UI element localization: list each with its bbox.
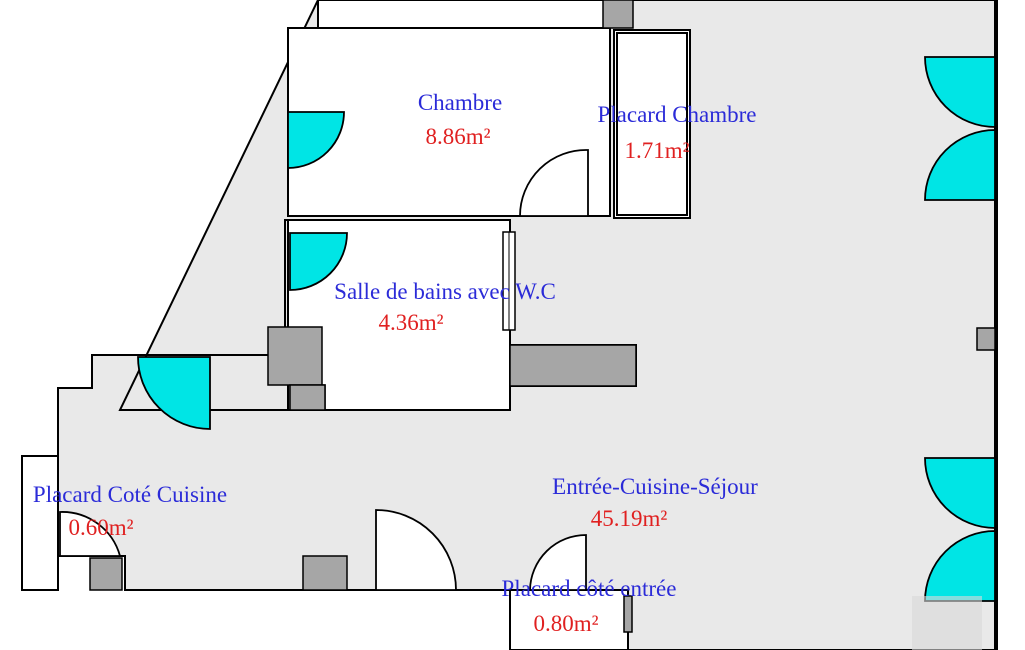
placard-chambre-room [613,29,691,219]
placard-entree-room [509,589,629,650]
salle-de-bains-name: Salle de bains avec W.C [334,279,556,304]
door-chambre [519,149,589,217]
placard-entree-edge [623,595,633,633]
placard-chambre-area: 1.71m² [624,138,689,163]
placard-cuisine-room [21,455,59,591]
door-kitchen-placard [59,511,122,557]
window-right-1-top [924,56,996,128]
wall-column-top [602,0,634,29]
wall-block-kitchen-left [89,557,123,591]
watermark [912,596,982,650]
wall-block-right-edge [976,327,996,351]
salle-de-bains-area: 4.36m² [378,310,443,335]
placard-chambre-name: Placard Chambre [597,102,756,127]
door-entrance [375,509,457,591]
wall-block-bathroom-lower [289,384,326,411]
placard-cuisine-name: Placard Coté Cuisine [33,482,227,507]
window-bathroom [289,232,348,291]
placard-entree-area: 0.80m² [533,611,598,636]
chambre-area: 8.86m² [425,124,490,149]
wall-block-kitchen-mid [302,555,348,591]
chambre-name: Chambre [418,90,502,115]
placard-cuisine-area: 0.60m² [68,515,133,540]
placard-entree-name: Placard côté entrée [502,576,677,601]
wall-block-right-center [509,344,637,387]
sejour-area: 45.19m² [591,506,668,531]
window-right-2-top [924,457,996,529]
window-right-1-bottom [924,129,996,201]
sejour-name: Entrée-Cuisine-Séjour [552,474,758,499]
placard-chambre-inner [616,32,688,216]
door-placard-entree [529,534,587,591]
chambre-top-wall [317,0,611,29]
window-kitchen [137,356,211,430]
window-chambre [287,111,345,169]
right-exterior-wall [994,0,998,650]
